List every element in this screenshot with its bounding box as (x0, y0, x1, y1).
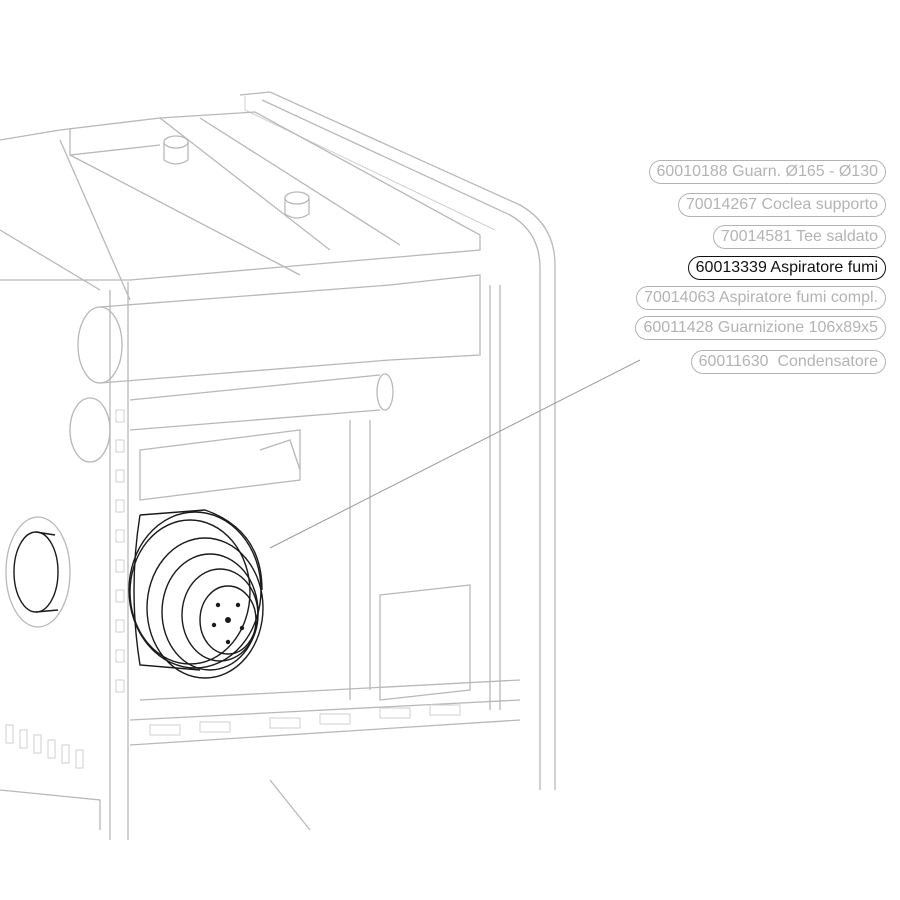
leader-line (269, 359, 641, 549)
part-label-70014581[interactable]: 70014581 Tee saldato (712, 225, 886, 249)
part-label-60013339[interactable]: 60013339 Aspiratore fumi (687, 256, 886, 280)
part-label-70014267[interactable]: 70014267 Coclea supporto (677, 193, 886, 217)
part-label-60010188[interactable]: 60010188 Guarn. Ø165 - Ø130 (648, 160, 886, 184)
part-label-60011428[interactable]: 60011428 Guarnizione 106x89x5 (635, 316, 886, 340)
part-label-60011630[interactable]: 60011630 Condensatore (690, 350, 886, 374)
part-label-70014063[interactable]: 70014063 Aspiratore fumi compl. (636, 286, 886, 310)
cabinet-outline (239, 91, 556, 790)
smoke-extractor-fan (128, 509, 264, 679)
